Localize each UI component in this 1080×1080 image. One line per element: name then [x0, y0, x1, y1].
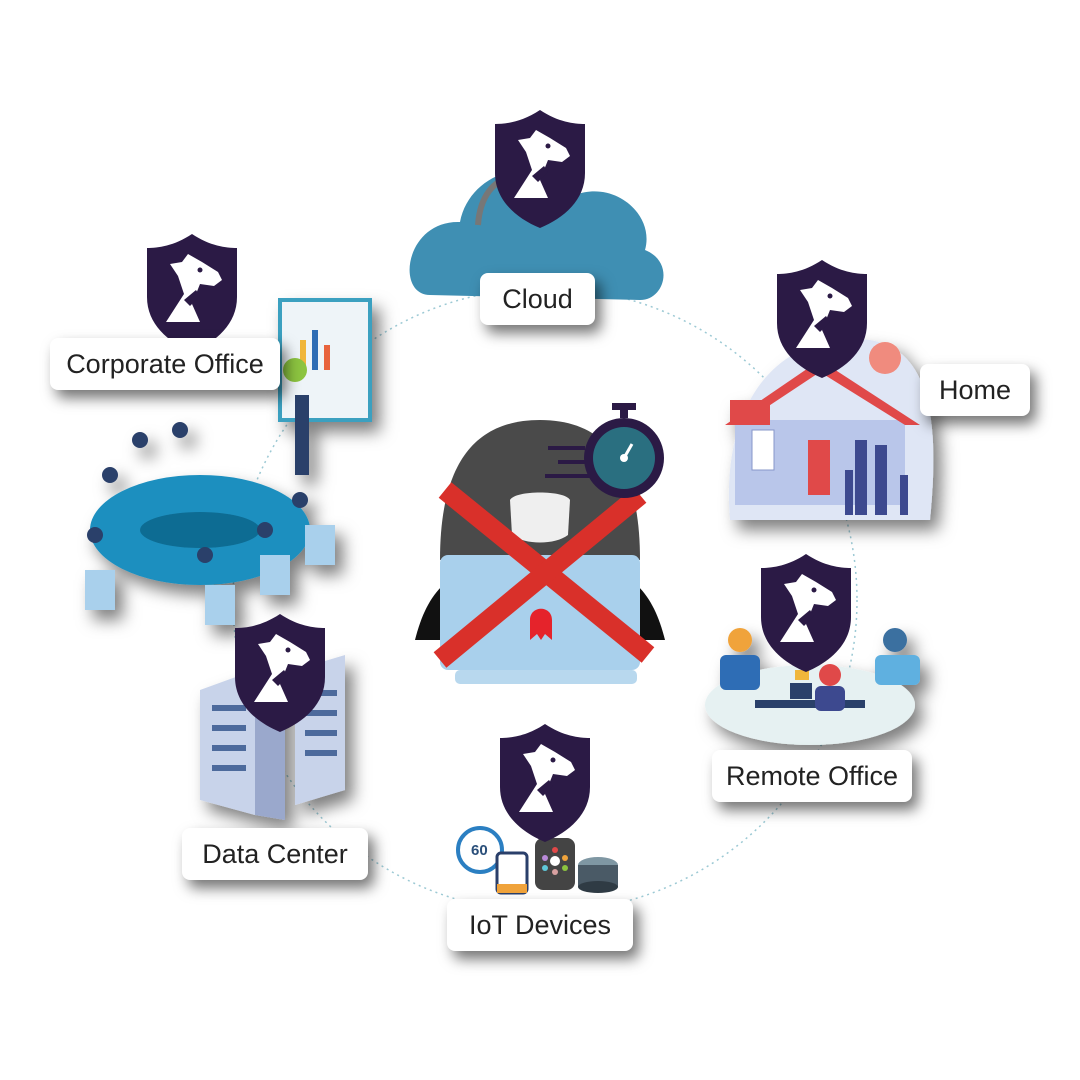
cloud-label: Cloud [480, 273, 595, 325]
iot-devices-label: IoT Devices [447, 899, 633, 951]
timer-dial-text: 60 [471, 842, 488, 859]
remote-office-label: Remote Office [712, 750, 912, 802]
shield-dog-icon-corporate-office [147, 234, 237, 352]
corporate-office-illustration [85, 298, 372, 625]
shield-dog-icon-iot-devices [500, 724, 590, 842]
iot-devices-illustration: 60 [456, 826, 618, 895]
home-illustration [725, 339, 934, 520]
remote-office-illustration [705, 628, 920, 745]
shield-dog-icon-remote-office [761, 554, 851, 672]
data-center-label: Data Center [182, 828, 368, 880]
hacker-icon [415, 403, 665, 684]
home-label: Home [920, 364, 1030, 416]
cross-icon [433, 482, 655, 668]
corporate-office-label: Corporate Office [50, 338, 280, 390]
stopwatch-icon [545, 403, 664, 498]
ghost-icon [530, 608, 552, 640]
timer-dial-icon [456, 826, 504, 874]
